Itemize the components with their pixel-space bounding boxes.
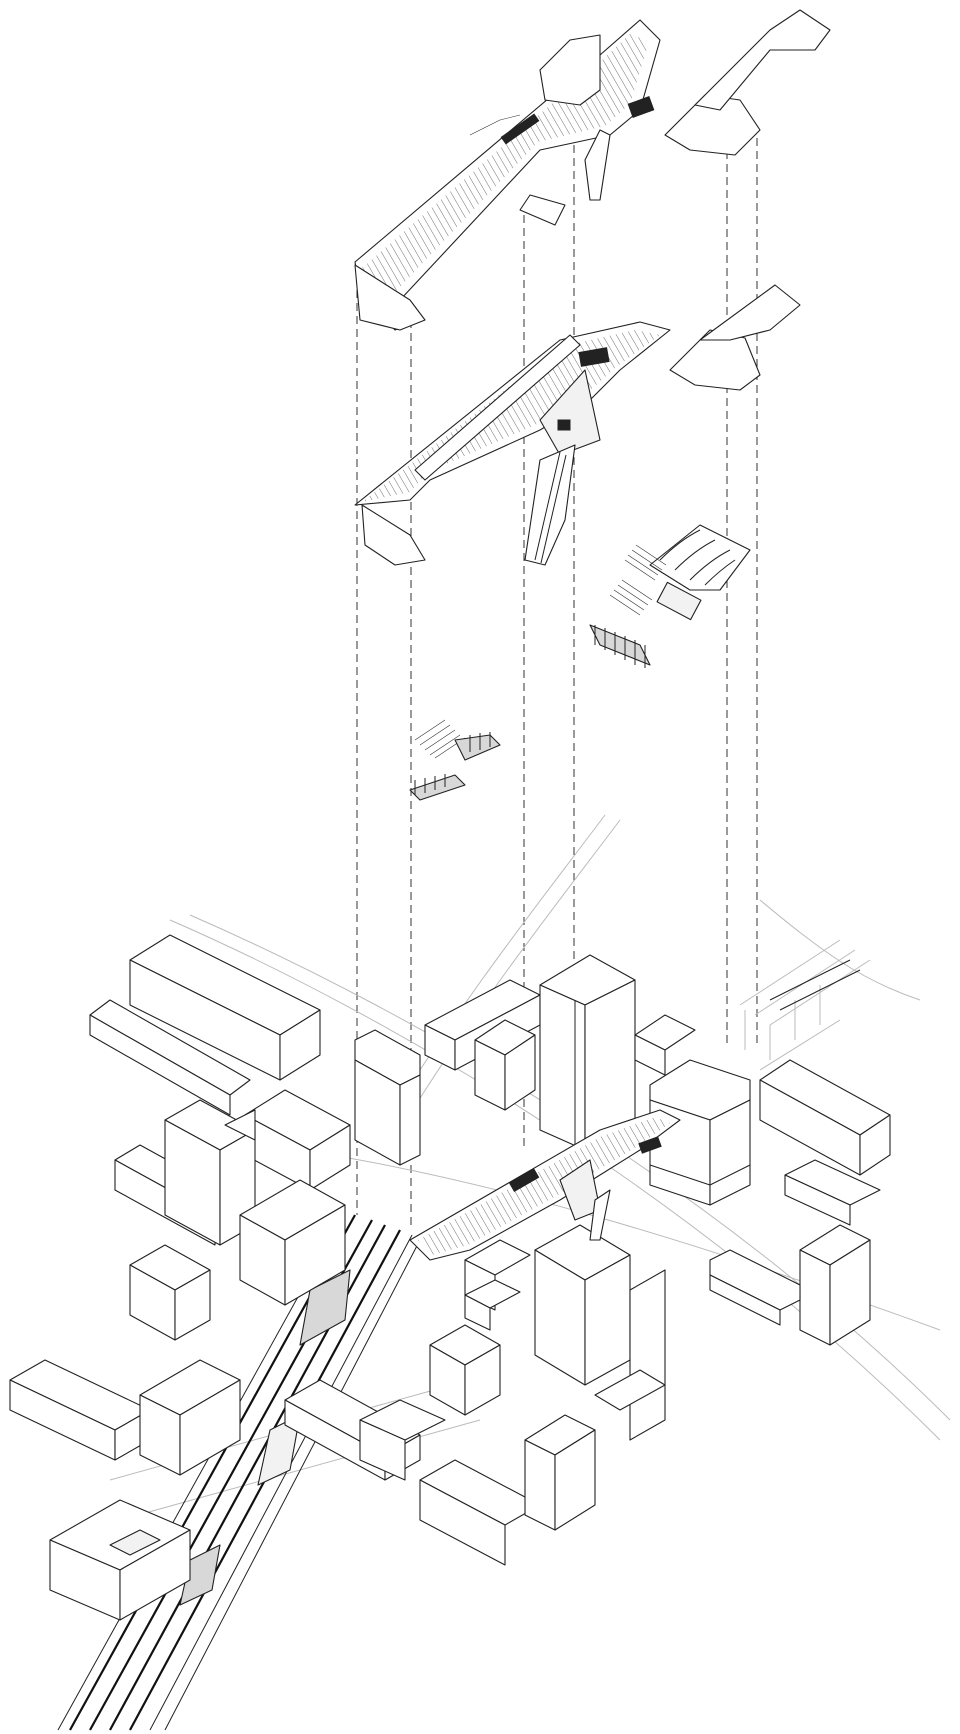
city-walkway: [409, 1109, 681, 1261]
stair-fragment-layer: [409, 719, 501, 801]
structural-frame-right: [739, 939, 871, 1071]
city-base-layer: [9, 814, 951, 1731]
tall-tower-right: [649, 1059, 751, 1206]
lower-deck-layer: [354, 284, 801, 566]
building-block-center-bottom: [284, 1379, 446, 1481]
building-block-left-tall: [239, 1179, 346, 1306]
building-block-left-bottom: [9, 1359, 241, 1476]
seating-fragment-layer: [589, 524, 751, 668]
small-block-right-top: [634, 1014, 696, 1076]
tower-left-of-walkway: [354, 1029, 421, 1166]
building-block-middle: [474, 1019, 536, 1111]
building-block-left-bar: [89, 999, 251, 1116]
building-small-center: [464, 1279, 521, 1331]
building-block-right-long: [759, 1059, 891, 1176]
building-small-right: [784, 1159, 881, 1226]
upper-deck-layer: [354, 9, 831, 331]
building-block-left-mid: [129, 1244, 211, 1341]
tall-tower-center: [539, 954, 636, 1151]
building-mid-stack: [429, 1239, 531, 1416]
railway-corridor: [57, 1211, 421, 1731]
tower-center-right: [534, 1224, 666, 1441]
building-block-bottom-right: [419, 1414, 596, 1566]
building-u-shape-bottom-left: [49, 1499, 191, 1621]
building-block-left-cluster: [114, 1099, 256, 1246]
building-block-center-left: [244, 1089, 351, 1191]
building-right-l-shape: [709, 1224, 871, 1346]
building-block-top-left: [129, 934, 321, 1081]
